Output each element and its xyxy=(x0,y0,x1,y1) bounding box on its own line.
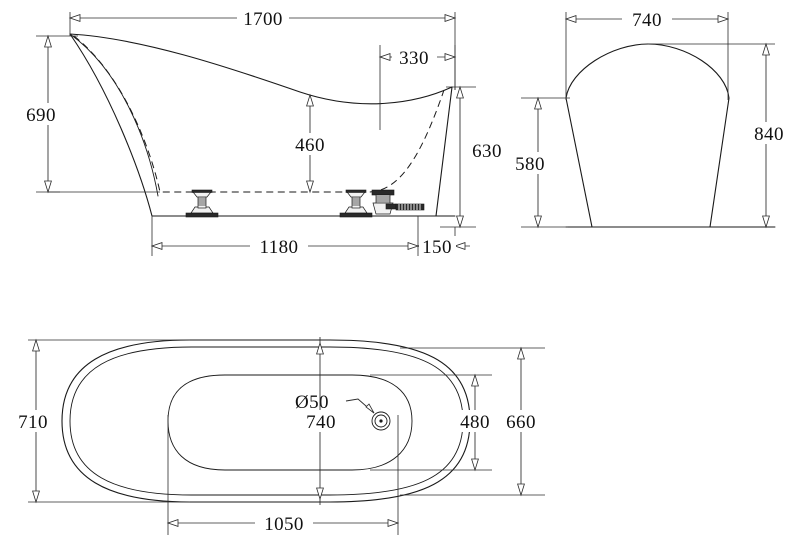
tub-plan-rim-oval xyxy=(69,346,464,496)
front-elevation-view: 1700 690 330 460 xyxy=(16,8,512,258)
dimension-label-740-plan: 740 xyxy=(306,412,336,433)
dimension-label-740-side: 740 xyxy=(632,10,662,31)
dimension-740-side: 740 xyxy=(564,9,730,100)
dimension-630: 630 xyxy=(440,85,512,229)
dimension-480: 480 xyxy=(370,373,500,472)
dimension-label-580: 580 xyxy=(515,154,545,175)
dimension-label-480: 480 xyxy=(460,412,490,433)
adjustable-foot-left xyxy=(185,189,219,218)
drain-overflow-assembly xyxy=(371,189,425,215)
dimension-1050: 1050 xyxy=(166,415,400,535)
tub-front-outline xyxy=(69,33,453,217)
tub-plan-outer-oval xyxy=(61,339,471,503)
dimension-label-660: 660 xyxy=(506,412,536,433)
dimension-label-150: 150 xyxy=(422,237,452,258)
dimension-580: 580 xyxy=(505,96,570,229)
dimension-label-690: 690 xyxy=(26,105,56,126)
drain-circle-icon xyxy=(371,411,391,431)
drain-leader: Ø50 xyxy=(295,392,375,414)
dimension-label-460: 460 xyxy=(295,135,325,156)
dimension-740-plan: 740 xyxy=(296,337,346,505)
dimension-label-330: 330 xyxy=(399,48,429,69)
plan-view: Ø50 710 740 480 xyxy=(8,337,546,535)
dimension-710: 710 xyxy=(8,338,190,504)
tub-rim-inner-curve xyxy=(69,33,159,197)
dimension-1180: 1180 xyxy=(150,216,420,258)
dimension-460: 460 xyxy=(285,93,335,194)
dimension-label-630: 630 xyxy=(472,141,502,162)
dimension-660: 660 xyxy=(400,346,546,497)
dimension-330: 330 xyxy=(378,45,457,130)
annotation-label-drain: Ø50 xyxy=(295,392,329,413)
dimension-label-710: 710 xyxy=(18,412,48,433)
tub-side-outline xyxy=(565,43,730,228)
dimension-690: 690 xyxy=(16,34,78,194)
dimension-label-1050: 1050 xyxy=(264,514,304,535)
dimension-label-1180: 1180 xyxy=(260,237,299,258)
dimension-label-840: 840 xyxy=(754,124,784,145)
tub-plan-basin xyxy=(167,374,413,471)
dimension-label-1700: 1700 xyxy=(243,9,283,30)
dimension-840: 840 xyxy=(648,42,794,229)
side-elevation-view: 740 840 580 xyxy=(505,9,794,229)
dimension-150: 150 xyxy=(416,227,470,258)
adjustable-foot-right xyxy=(339,189,373,218)
